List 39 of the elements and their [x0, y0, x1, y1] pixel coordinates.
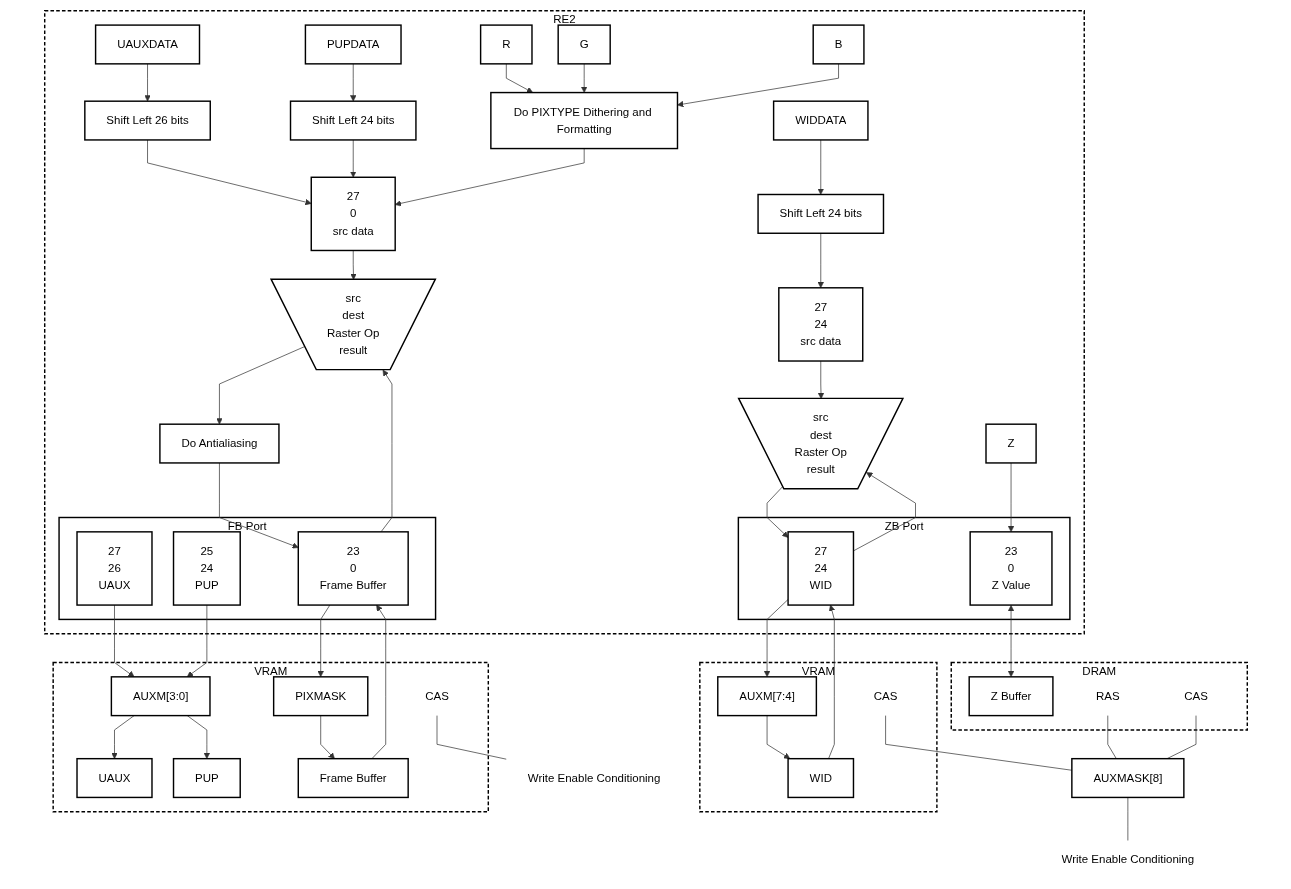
- node-box: Z: [984, 422, 1037, 464]
- node-text: CAS: [424, 689, 449, 702]
- node-box: 27 24 src data: [777, 286, 863, 362]
- connector: [1127, 796, 1128, 841]
- node-box: WIDDATA: [772, 99, 869, 141]
- node-box: UAUX: [75, 757, 153, 798]
- node-text: CAS: [873, 689, 897, 702]
- node-text: Write Enable Conditioning: [527, 771, 660, 784]
- node-box: Z Buffer: [967, 675, 1054, 716]
- node-text: Write Enable Conditioning: [1061, 852, 1194, 866]
- node-box: Shift Left 24 bits: [756, 193, 884, 234]
- node-text: RAS: [1095, 689, 1120, 702]
- node-box: PIXMASK: [272, 675, 368, 716]
- node-box: 27 0 src data: [310, 176, 396, 251]
- connector: [1166, 714, 1196, 759]
- connector: [1106, 714, 1117, 759]
- node-box: WID: [786, 757, 854, 798]
- node-box: R: [479, 23, 533, 65]
- node-box: PUPDATA: [304, 23, 402, 65]
- node-box: Shift Left 24 bits: [289, 99, 417, 141]
- node-box: AUXMASK[8]: [1070, 757, 1185, 798]
- node-box: 27 26 UAUX: [75, 530, 153, 606]
- connector: [436, 714, 507, 760]
- node-box: 25 24 PUP: [172, 530, 241, 606]
- node-box: B: [812, 23, 865, 65]
- node-box: Do PIXTYPE Dithering and Formatting: [489, 91, 678, 149]
- node-box: 23 0 Z Value: [968, 530, 1053, 606]
- node-box: 27 24 WID: [786, 530, 854, 606]
- node-box: PUP: [172, 757, 241, 798]
- node-box: Do Antialiasing: [158, 422, 280, 464]
- node-box: 23 0 Frame Buffer: [297, 530, 409, 606]
- node-text: CAS: [1183, 689, 1208, 702]
- node-box: Shift Left 26 bits: [83, 99, 211, 141]
- node-box: AUXM[7:4]: [716, 675, 817, 716]
- node-box: AUXM[3:0]: [110, 675, 211, 716]
- node-box: UAUXDATA: [94, 23, 200, 65]
- connector: [884, 714, 1072, 771]
- node-box: Frame Buffer: [297, 757, 409, 798]
- node-box: G: [556, 23, 611, 65]
